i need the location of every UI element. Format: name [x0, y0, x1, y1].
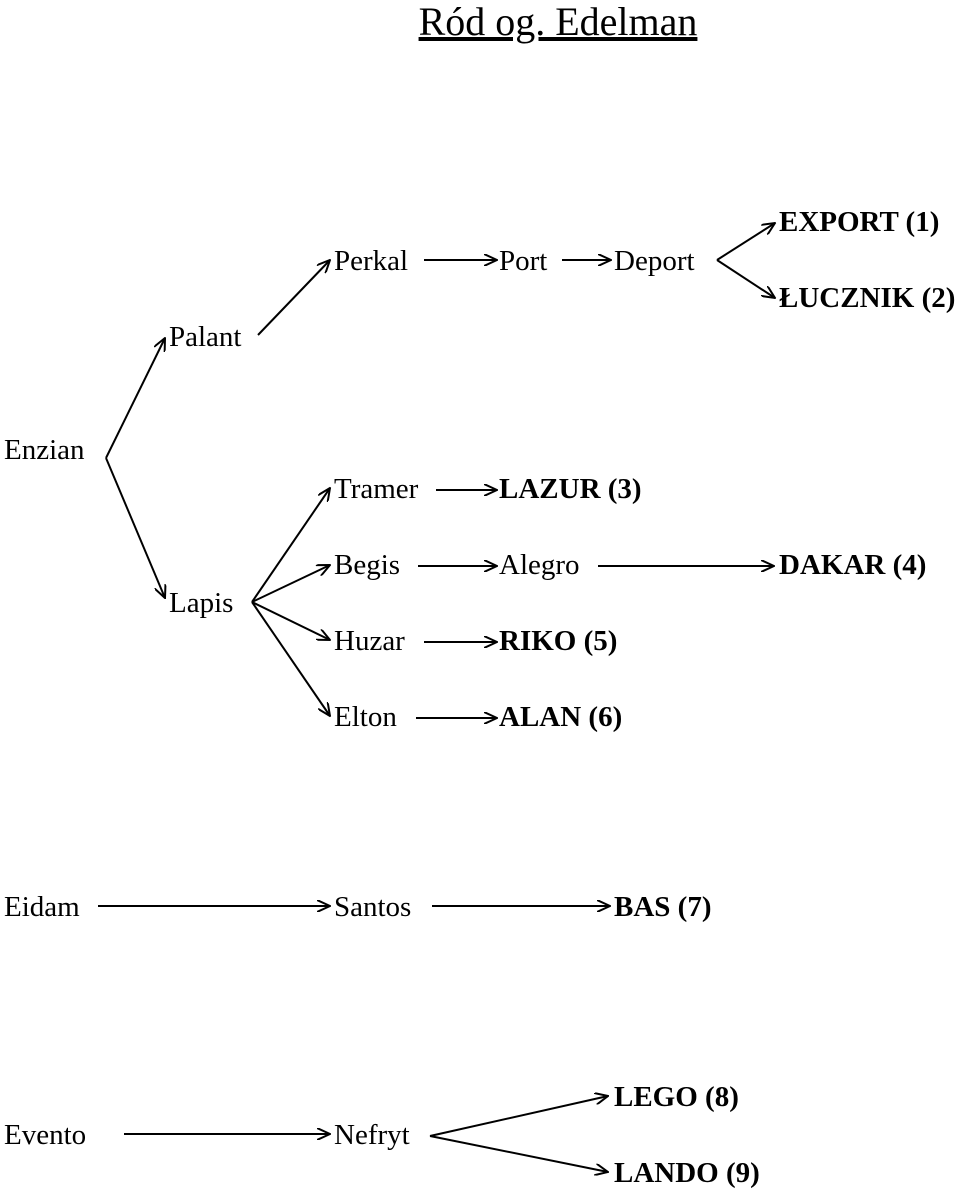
- node-deport: Deport: [614, 245, 695, 277]
- node-huzar: Huzar: [334, 625, 405, 657]
- node-tramer: Tramer: [334, 473, 419, 505]
- node-perkal: Perkal: [334, 245, 408, 277]
- edge-palant-perkal: [257, 260, 330, 336]
- edge-enzian-palant: [105, 338, 165, 459]
- edge-deport-export: [716, 223, 775, 261]
- node-alan: ALAN (6): [499, 701, 622, 733]
- edge-lapis-elton: [251, 601, 330, 716]
- edge-nefryt-lando: [429, 1135, 608, 1172]
- node-lando: LANDO (9): [614, 1157, 760, 1189]
- node-lucznik: ŁUCZNIK (2): [779, 282, 955, 314]
- node-elton: Elton: [334, 701, 397, 733]
- node-begis: Begis: [334, 549, 400, 581]
- node-enzian: Enzian: [4, 434, 85, 466]
- node-eidam: Eidam: [4, 891, 80, 923]
- node-bas: BAS (7): [614, 891, 711, 923]
- edge-nefryt-lego: [429, 1096, 608, 1137]
- node-lego: LEGO (8): [614, 1081, 739, 1113]
- node-export: EXPORT (1): [779, 206, 939, 238]
- node-nefryt: Nefryt: [334, 1119, 410, 1151]
- node-palant: Palant: [169, 321, 242, 353]
- edge-lapis-begis: [251, 565, 330, 603]
- diagram-title: Ród og. Edelman: [419, 0, 698, 44]
- node-labels: Perkal Port Deport EXPORT (1) ŁUCZNIK (2…: [4, 206, 955, 1189]
- node-riko: RIKO (5): [499, 625, 617, 657]
- node-dakar: DAKAR (4): [779, 549, 926, 581]
- node-santos: Santos: [334, 891, 411, 923]
- edge-enzian-lapis: [105, 457, 165, 598]
- edges: [98, 223, 775, 1172]
- edge-lapis-huzar: [251, 601, 330, 640]
- node-lazur: LAZUR (3): [499, 473, 642, 505]
- node-evento: Evento: [4, 1119, 86, 1151]
- edge-lapis-tramer: [251, 488, 330, 603]
- node-port: Port: [499, 245, 547, 277]
- edge-deport-lucznik: [716, 259, 775, 298]
- node-lapis: Lapis: [169, 587, 233, 619]
- node-alegro: Alegro: [499, 549, 580, 581]
